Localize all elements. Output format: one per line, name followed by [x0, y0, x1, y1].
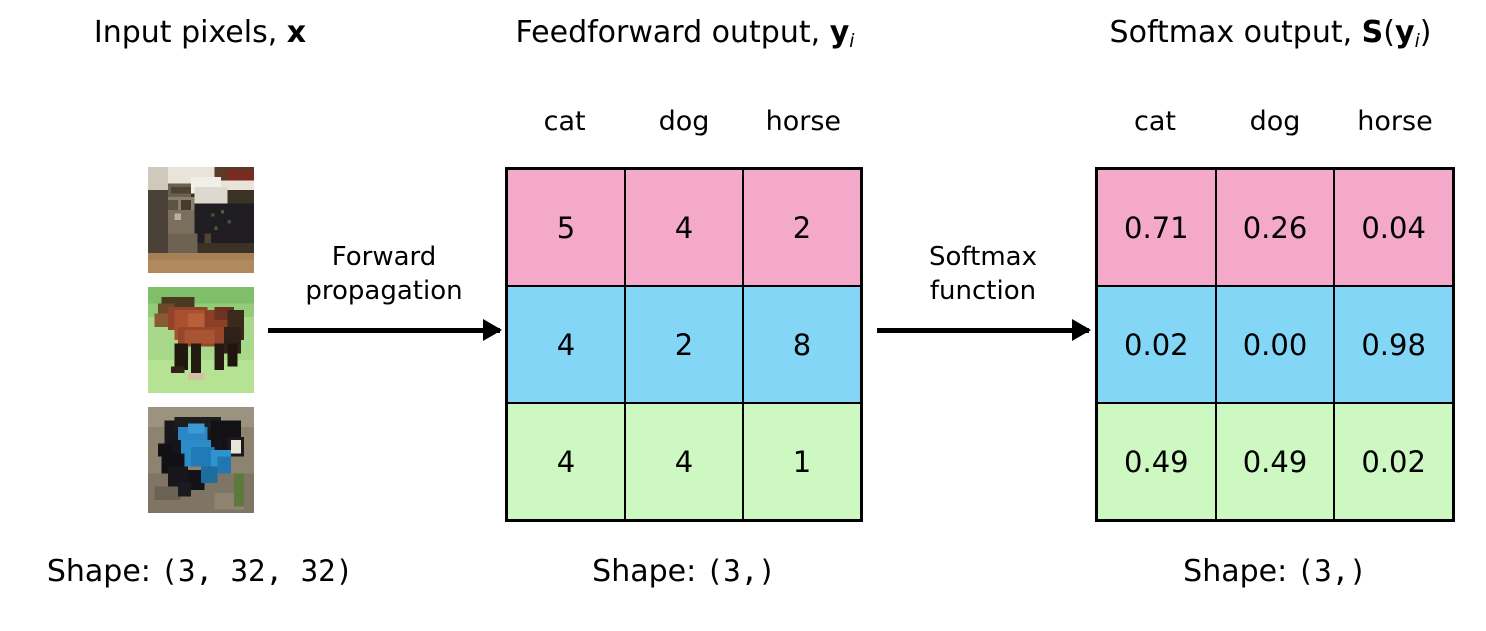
table-cell: 0.98 [1335, 287, 1452, 402]
softmax-column-title: Softmax output, S(yi) [1055, 18, 1486, 52]
softmax-arrow-line [877, 327, 1089, 333]
feedforward-class-labels: cat dog horse [505, 108, 863, 135]
softmax-column-header-cat: cat [1134, 106, 1176, 137]
feedforward-vector-symbol: y [829, 15, 850, 50]
forward-propagation-label-line1: Forward [331, 242, 437, 272]
softmax-shape-label: Shape: [1183, 554, 1297, 589]
feedforward-column-header-cat: cat [543, 106, 586, 137]
input-vector-symbol: x [286, 15, 307, 50]
softmax-column-header-horse: horse [1357, 106, 1433, 137]
softmax-shape-caption: Shape: (3,) [1095, 554, 1455, 589]
table-cell: 2 [744, 170, 860, 285]
input-column-title: Input pixels, x [0, 18, 400, 48]
table-cell: 4 [508, 404, 624, 519]
softmax-s-symbol: S [1361, 15, 1384, 50]
forward-arrow-line [268, 327, 500, 333]
feedforward-column-header-horse: horse [765, 106, 842, 137]
input-shape-caption: Shape: (3, 32, 32) [0, 554, 400, 589]
feedforward-column-title: Feedforward output, yi [460, 18, 910, 52]
table-cell: 2 [626, 287, 742, 402]
softmax-vector-symbol: y [1395, 15, 1415, 50]
softmax-open-paren: ( [1383, 15, 1395, 50]
forward-propagation-label-line2: propagation [305, 276, 463, 307]
softmax-function-label-line1: Softmax [929, 242, 1037, 272]
feedforward-table: 5 4 2 4 2 8 4 4 1 [505, 167, 863, 522]
input-image-stack [148, 167, 254, 513]
feedforward-shape-label: Shape: [592, 554, 706, 589]
table-cell: 4 [626, 170, 742, 285]
table-cell: 4 [626, 404, 742, 519]
softmax-class-labels: cat dog horse [1095, 108, 1455, 135]
feedforward-column-title-text: Feedforward output, [515, 15, 830, 50]
softmax-close-paren: ) [1419, 15, 1432, 50]
table-cell: 5 [508, 170, 624, 285]
softmax-vector-subscript: i [1414, 31, 1420, 53]
dog-thumbnail [148, 407, 254, 513]
softmax-function-arrow: Softmax function [877, 240, 1089, 333]
forward-propagation-arrow: Forward propagation [268, 240, 500, 333]
feedforward-column-header-dog: dog [658, 106, 710, 137]
table-cell: 0.00 [1216, 287, 1334, 402]
horse-thumbnail [148, 287, 254, 393]
softmax-table: 0.71 0.26 0.04 0.02 0.00 0.98 0.49 0.49 … [1095, 167, 1455, 522]
feedforward-vector-subscript: i [849, 31, 855, 53]
table-cell: 1 [744, 404, 860, 519]
cat-thumbnail [148, 167, 254, 273]
input-shape-label: Shape: [46, 554, 161, 589]
table-cell: 0.49 [1098, 404, 1215, 519]
softmax-column-title-text: Softmax output, [1109, 15, 1362, 50]
table-cell: 0.26 [1216, 170, 1334, 285]
feedforward-shape-value: (3,) [705, 554, 776, 588]
feedforward-shape-caption: Shape: (3,) [505, 554, 863, 589]
table-cell: 0.49 [1216, 404, 1334, 519]
table-cell: 0.02 [1335, 404, 1452, 519]
softmax-shape-value: (3,) [1296, 554, 1367, 588]
input-shape-value: (3, 32, 32) [160, 554, 354, 588]
table-cell: 0.71 [1098, 170, 1215, 285]
table-cell: 0.02 [1098, 287, 1215, 402]
softmax-function-label-line2: function [929, 276, 1037, 307]
input-column-title-text: Input pixels, [93, 15, 287, 50]
softmax-column-header-dog: dog [1249, 106, 1301, 137]
table-cell: 4 [508, 287, 624, 402]
table-cell: 0.04 [1335, 170, 1452, 285]
table-cell: 8 [744, 287, 860, 402]
